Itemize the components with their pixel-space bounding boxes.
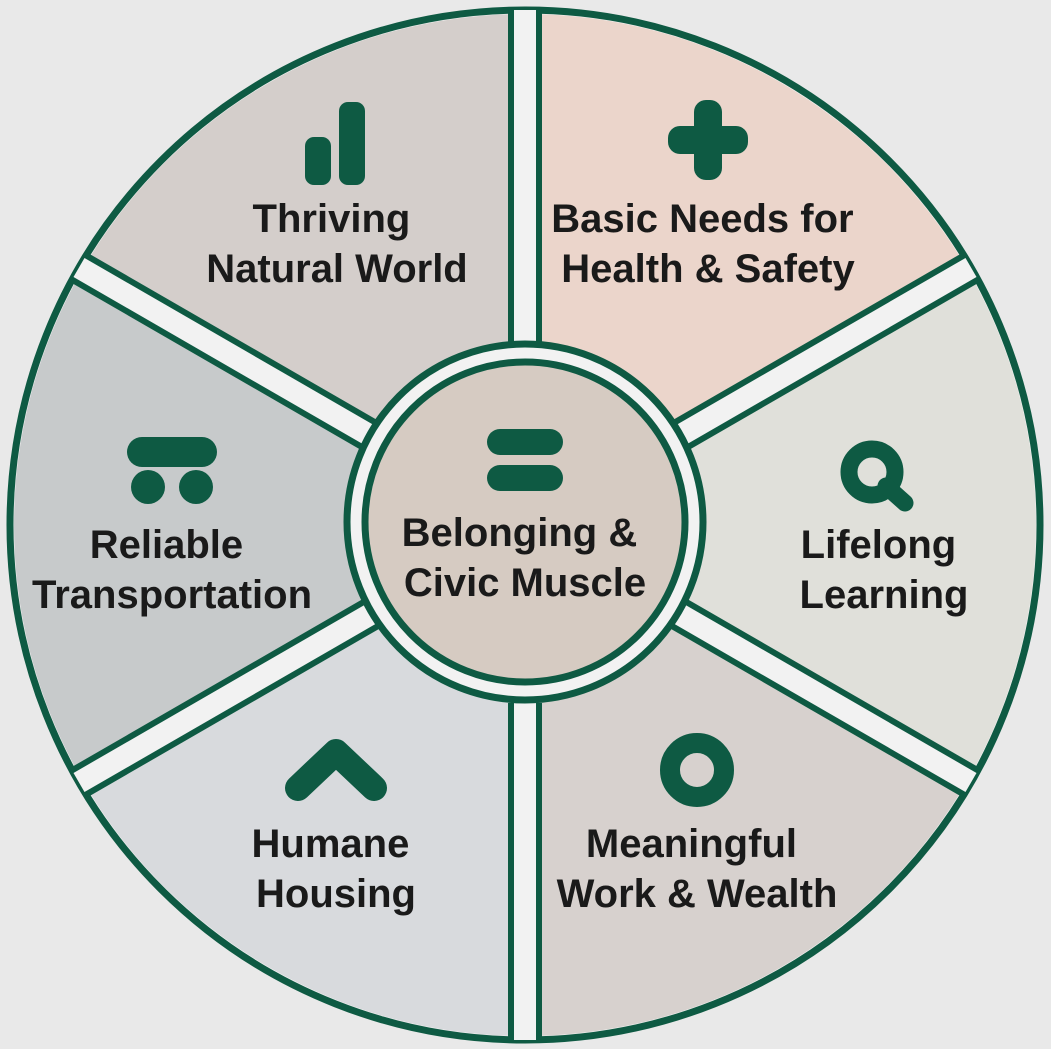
segment-label-line-1: Humane: [252, 822, 410, 866]
segment-label-line-2: Housing: [256, 872, 416, 916]
segment-label-line-1: Basic Needs for: [551, 197, 853, 241]
center-label-line-1: Belonging &: [402, 511, 638, 555]
center-label: Belonging & Civic Muscle: [402, 511, 649, 605]
segment-label-line-2: Transportation: [32, 573, 312, 617]
segment-label-line-2: Natural World: [206, 247, 468, 291]
segment-label-line-2: Health & Safety: [561, 247, 855, 291]
segment-label-line-1: Reliable: [90, 523, 243, 567]
equals-icon: [487, 429, 563, 491]
segment-label: Humane Housing: [252, 822, 421, 916]
center-label-line-2: Civic Muscle: [404, 561, 646, 605]
segment-label: Basic Needs for Health & Safety: [551, 197, 864, 291]
separator-gap: [73, 257, 377, 446]
separator-gap: [673, 257, 977, 446]
segment-label: Meaningful Work & Wealth: [557, 822, 838, 916]
magnifier-icon: [840, 440, 914, 512]
center-hub: Belonging & Civic Muscle: [343, 340, 707, 704]
separator-gap: [73, 604, 377, 793]
segment-label-line-2: Learning: [800, 573, 969, 617]
segment-separators: [70, 10, 980, 1040]
separator-gap: [673, 604, 977, 793]
segment-label-line-1: Thriving: [253, 197, 411, 241]
plus-icon: [668, 100, 748, 180]
center-hub-fill: [361, 358, 689, 686]
chevron-up-icon: [285, 739, 387, 801]
segment-label: Lifelong Learning: [800, 523, 969, 617]
bar-chart-icon: [305, 102, 365, 185]
segment-label-line-1: Meaningful: [586, 822, 797, 866]
segment-label-line-1: Lifelong: [801, 523, 957, 567]
ring-icon: [660, 733, 734, 807]
segment-label: Thriving Natural World: [206, 197, 468, 291]
train-icon: [127, 437, 217, 504]
segment-label-line-2: Work & Wealth: [557, 872, 838, 916]
segment-label: Reliable Transportation: [32, 523, 312, 617]
